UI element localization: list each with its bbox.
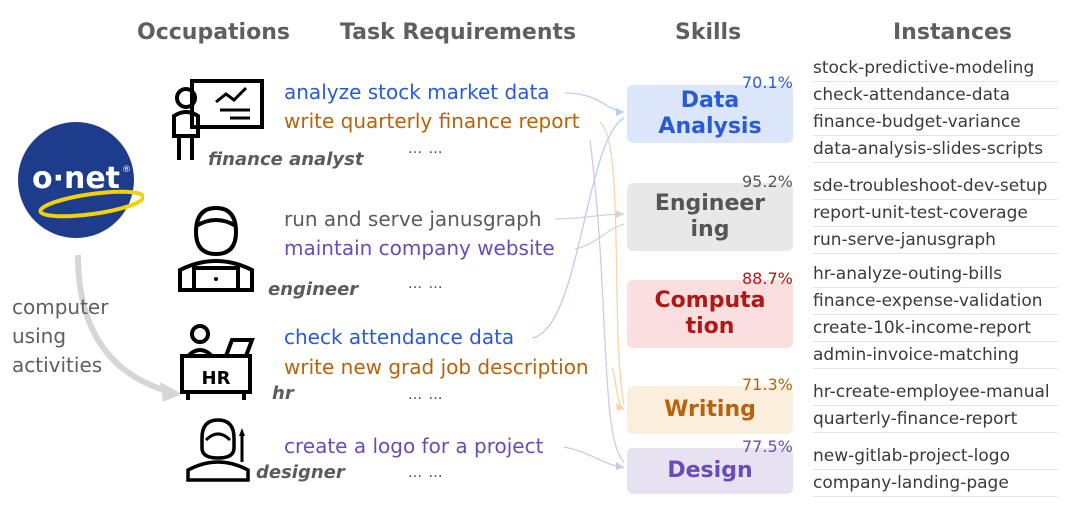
instance-item: hr-analyze-outing-bills	[813, 261, 1058, 288]
instances-design: new-gitlab-project-logo company-landing-…	[813, 443, 1058, 497]
header-task-requirements: Task Requirements	[340, 20, 577, 45]
connector-logo-to-design	[563, 446, 625, 469]
task-maintain-company-website: maintain company website	[284, 236, 555, 260]
onet-logo: o·net ®	[16, 116, 144, 244]
connector-attendance-to-data	[531, 117, 625, 339]
svg-text:®: ®	[122, 165, 131, 175]
skill-label-line1: Writing	[664, 397, 756, 422]
side-label-line-3: activities	[12, 353, 103, 377]
task-write-new-grad-job-description: write new grad job description	[284, 355, 589, 379]
skill-pct-design: 77.5%	[742, 437, 793, 456]
instance-item: check-attendance-data	[813, 82, 1058, 109]
onet-logo-text: o·net	[32, 161, 120, 196]
instance-item: stock-predictive-modeling	[813, 55, 1058, 82]
ellipsis-finance: … …	[408, 141, 444, 157]
skill-pct-computation: 88.7%	[742, 269, 793, 288]
activities-arrow	[75, 254, 171, 395]
side-label-line-2: using	[12, 324, 67, 348]
skill-pct-writing: 71.3%	[742, 375, 793, 394]
header-occupations: Occupations	[137, 20, 290, 45]
connector-report-to-writing	[599, 121, 625, 406]
ellipsis-hr: … …	[408, 387, 444, 403]
instance-item: company-landing-page	[813, 470, 1058, 497]
computer-using-activities-label: computer using activities	[12, 293, 108, 380]
skill-label-line1: Engineer	[654, 191, 766, 216]
skill-writing: Writing	[627, 386, 793, 434]
occupation-label-engineer: engineer	[268, 279, 359, 300]
skill-design: Design	[627, 448, 793, 494]
instance-item: sde-troubleshoot-dev-setup	[813, 173, 1058, 200]
skill-label-line1: Design	[667, 458, 753, 483]
instance-item: report-unit-test-coverage	[813, 200, 1058, 227]
occupation-label-designer: designer	[256, 462, 345, 483]
instance-item: run-serve-janusgraph	[813, 227, 1058, 254]
ellipsis-designer: … …	[408, 465, 444, 481]
occupation-label-finance-analyst: finance analyst	[208, 149, 364, 170]
occupation-label-hr: hr	[272, 383, 294, 404]
skill-pct-data-analysis: 70.1%	[742, 73, 793, 92]
instance-item: new-gitlab-project-logo	[813, 443, 1058, 470]
side-label-line-1: computer	[12, 295, 109, 319]
instance-item: create-10k-income-report	[813, 315, 1058, 342]
instances-writing: hr-create-employee-manual quarterly-fina…	[813, 379, 1058, 433]
ellipsis-engineer: … …	[408, 276, 444, 292]
skill-label-line2: ing	[690, 217, 730, 242]
instance-item: admin-invoice-matching	[813, 342, 1058, 369]
task-check-attendance-data: check attendance data	[284, 325, 515, 349]
connector-design-to-design	[589, 139, 625, 463]
skill-label-line1: Computa	[654, 288, 766, 313]
task-run-and-serve-janusgraph: run and serve janusgraph	[284, 207, 542, 231]
instance-item: data-analysis-slides-scripts	[813, 136, 1058, 163]
skill-label-line2: tion	[685, 314, 735, 339]
instances-computation: hr-analyze-outing-bills finance-expense-…	[813, 261, 1058, 369]
task-write-quarterly-finance-report: write quarterly finance report	[284, 109, 580, 133]
instances-data-analysis: stock-predictive-modeling check-attendan…	[813, 55, 1058, 163]
connector-janus-to-engineering	[554, 213, 625, 220]
skill-pct-engineering: 95.2%	[742, 172, 793, 191]
instance-item: quarterly-finance-report	[813, 406, 1058, 433]
header-instances: Instances	[893, 20, 1013, 45]
skill-label-line1: Data	[680, 88, 740, 113]
svg-text:HR: HR	[202, 368, 231, 389]
instance-item: finance-expense-validation	[813, 288, 1058, 315]
instance-item: finance-budget-variance	[813, 109, 1058, 136]
task-create-a-logo-for-a-project: create a logo for a project	[284, 434, 544, 458]
instance-item: hr-create-employee-manual	[813, 379, 1058, 406]
task-analyze-stock-market-data: analyze stock market data	[284, 80, 550, 104]
header-skills: Skills	[675, 20, 742, 45]
skill-label-line2: Analysis	[658, 114, 762, 139]
instances-engineering: sde-troubleshoot-dev-setup report-unit-t…	[813, 173, 1058, 254]
